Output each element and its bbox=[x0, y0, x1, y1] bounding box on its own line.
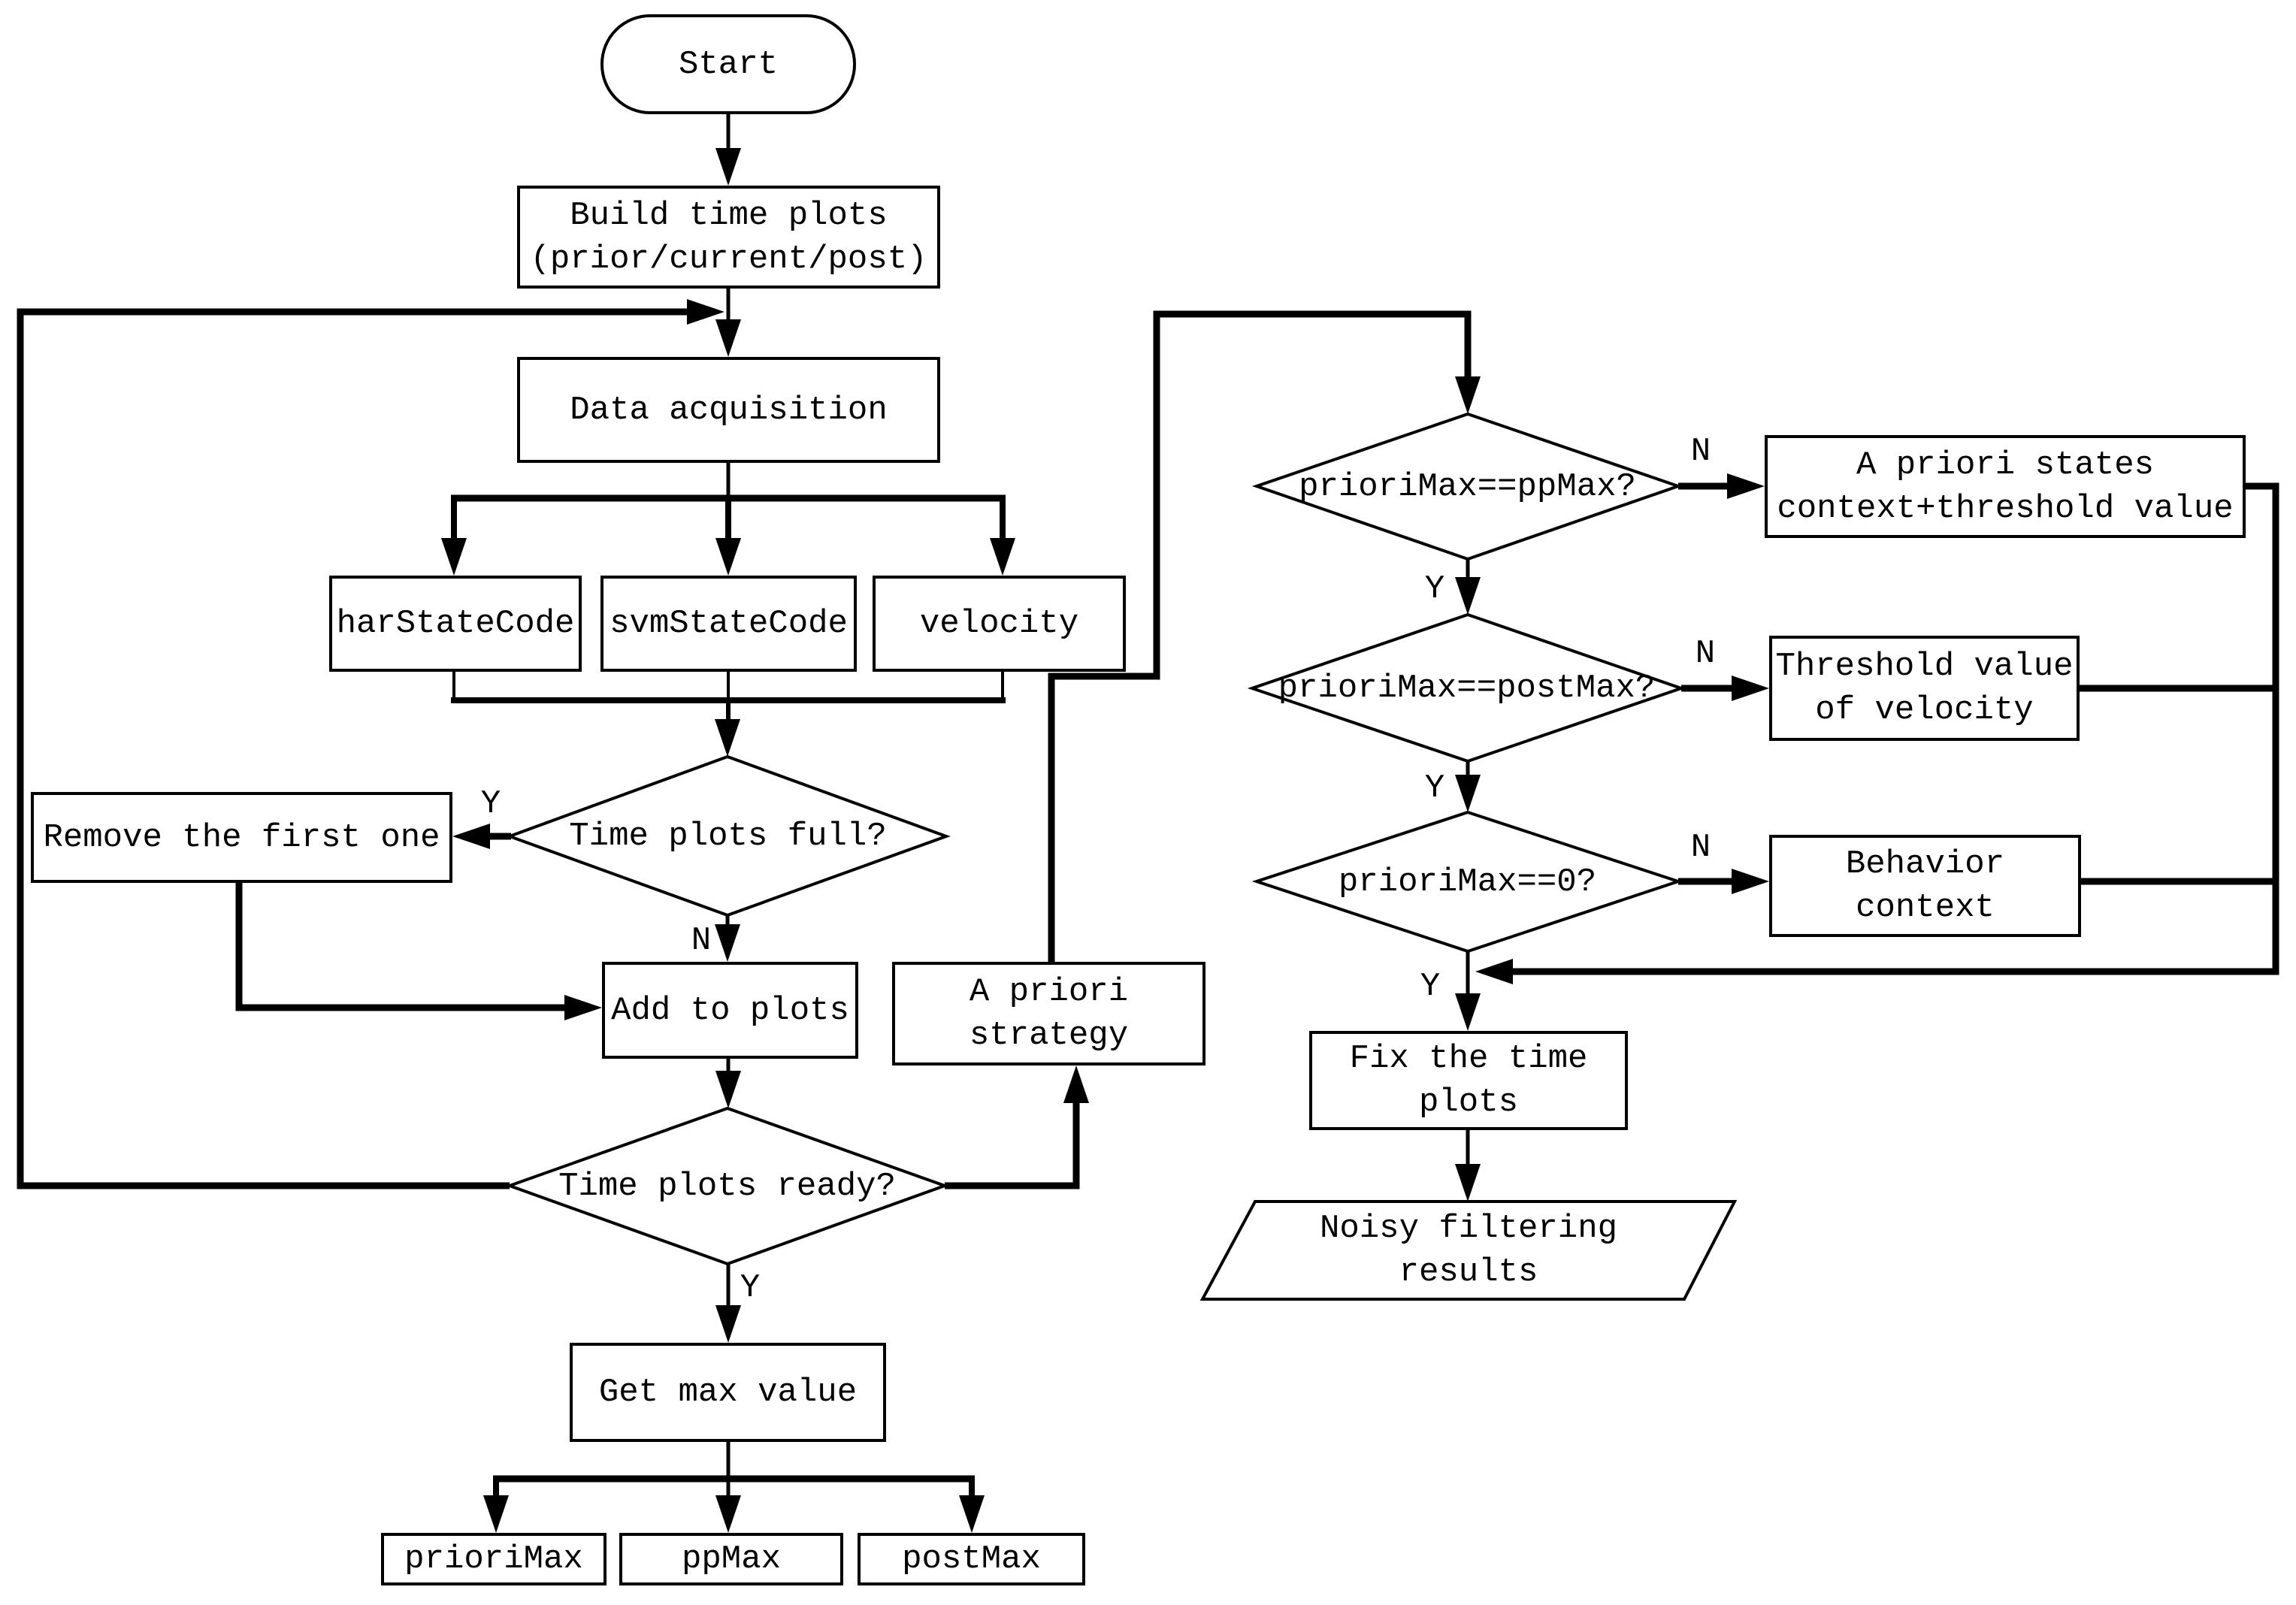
har-state-code-label: harStateCode bbox=[336, 605, 575, 642]
edge-cond2-yes bbox=[1455, 761, 1481, 812]
get-max-value-shape bbox=[570, 1343, 886, 1442]
priori-max-label: prioriMax bbox=[404, 1540, 583, 1578]
a-priori-strategy-label: A priori strategy bbox=[969, 973, 1129, 1054]
cond-priori-zero-label: prioriMax==0? bbox=[1338, 863, 1597, 901]
edge-loop-ready-to-acquisition bbox=[17, 299, 724, 1189]
edge-fix-to-results bbox=[1455, 1130, 1481, 1201]
edge-start-to-build bbox=[715, 114, 741, 186]
noisy-results-parallelogram bbox=[1199, 1200, 1738, 1301]
edge-strategy-to-cond1 bbox=[1048, 310, 1481, 962]
build-time-plots-label: Build time plots (prior/current/post) bbox=[530, 196, 927, 278]
threshold-velocity-label: Threshold value of velocity bbox=[1775, 648, 2074, 729]
cond-priori-post-label: prioriMax==postMax? bbox=[1278, 669, 1656, 707]
time-plots-full-no-label: N bbox=[691, 922, 712, 960]
edge-ready-to-strategy bbox=[945, 1065, 1089, 1189]
behavior-context-label: Behavior context bbox=[1845, 845, 2005, 926]
svm-state-code-label: svmStateCode bbox=[610, 605, 848, 642]
data-acquisition-label: Data acquisition bbox=[570, 391, 888, 429]
time-plots-full-label: Time plots full? bbox=[569, 817, 887, 855]
remove-first-shape bbox=[31, 792, 452, 883]
add-to-plots-label: Add to plots bbox=[611, 991, 849, 1029]
time-plots-ready-yes-label: Y bbox=[740, 1269, 761, 1307]
pp-max-shape bbox=[619, 1533, 843, 1585]
fix-time-plots-label: Fix the time plots bbox=[1349, 1040, 1588, 1121]
cond-priori-pp-label: prioriMax==ppMax? bbox=[1299, 467, 1636, 506]
edge-cond3-yes-fix bbox=[1455, 951, 1481, 1031]
svm-state-code-shape bbox=[600, 576, 857, 672]
edge-right-collector bbox=[1475, 482, 2279, 984]
get-max-value-label: Get max value bbox=[598, 1374, 858, 1411]
cond-priori-pp-no-label: N bbox=[1690, 433, 1711, 470]
edge-getmax-split bbox=[483, 1442, 985, 1533]
edge-build-to-acquisition bbox=[715, 289, 741, 357]
time-plots-ready-label: Time plots ready? bbox=[558, 1167, 896, 1205]
start-terminator-shape bbox=[600, 14, 856, 114]
cond-priori-zero-diamond bbox=[1251, 810, 1683, 954]
cond-priori-pp-diamond bbox=[1251, 412, 1683, 561]
post-max-label: postMax bbox=[902, 1540, 1041, 1578]
a-priori-states-label: A priori states context+threshold value bbox=[1777, 446, 2234, 527]
edge-cond2-no bbox=[1681, 676, 1769, 701]
fix-time-plots-shape bbox=[1309, 1031, 1628, 1130]
behavior-context-shape bbox=[1769, 835, 2081, 937]
edge-cond1-yes bbox=[1455, 559, 1481, 615]
edge-add-to-ready bbox=[715, 1059, 741, 1108]
post-max-shape bbox=[858, 1533, 1085, 1585]
cond-priori-post-diamond bbox=[1247, 612, 1686, 763]
priori-max-shape bbox=[381, 1533, 607, 1585]
time-plots-full-yes-label: Y bbox=[480, 785, 501, 823]
edge-merge-to-full bbox=[451, 672, 1006, 757]
a-priori-states-shape bbox=[1765, 435, 2246, 538]
build-time-plots-shape bbox=[517, 186, 940, 289]
edge-acquisition-split bbox=[441, 463, 1015, 576]
cond-priori-post-no-label: N bbox=[1695, 635, 1716, 673]
edge-full-no-add bbox=[715, 915, 740, 962]
data-acquisition-shape bbox=[517, 357, 940, 463]
cond-priori-post-yes-label: Y bbox=[1424, 769, 1445, 807]
velocity-shape bbox=[873, 576, 1126, 672]
edge-cond3-no bbox=[1678, 869, 1769, 894]
add-to-plots-shape bbox=[602, 962, 858, 1059]
threshold-velocity-shape bbox=[1769, 636, 2080, 741]
start-label: Start bbox=[678, 45, 779, 83]
pp-max-label: ppMax bbox=[681, 1540, 782, 1578]
velocity-label: velocity bbox=[919, 605, 1079, 642]
time-plots-ready-diamond bbox=[505, 1106, 949, 1266]
edge-ready-yes-get bbox=[715, 1264, 741, 1343]
a-priori-strategy-shape bbox=[892, 962, 1205, 1065]
cond-priori-zero-yes-label: Y bbox=[1420, 968, 1441, 1005]
cond-priori-pp-yes-label: Y bbox=[1424, 570, 1445, 608]
har-state-code-shape bbox=[329, 576, 582, 672]
cond-priori-zero-no-label: N bbox=[1690, 829, 1711, 866]
time-plots-full-diamond bbox=[505, 754, 951, 917]
edge-remove-to-add bbox=[235, 883, 602, 1020]
noisy-results-label: Noisy filtering results bbox=[1319, 1210, 1618, 1291]
edge-full-yes-remove bbox=[452, 824, 511, 849]
edge-cond1-no bbox=[1678, 473, 1765, 499]
remove-first-label: Remove the first one bbox=[43, 818, 440, 857]
